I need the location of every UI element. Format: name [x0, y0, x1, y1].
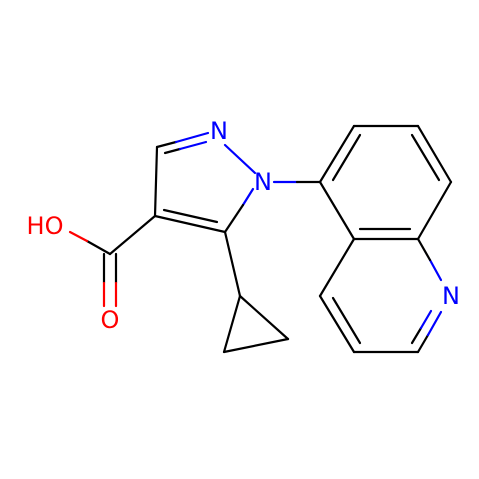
bond-q4-q3 [318, 294, 356, 354]
bond-c3-n2 [155, 140, 178, 149]
bond-q4a-q4 [318, 237, 356, 298]
bond-c3-n2-double-n [178, 140, 208, 151]
bond-q8-q8a [416, 180, 453, 241]
bond-n2-n1 [223, 143, 257, 175]
carboxylic-acid-group [68, 214, 157, 308]
bond-n1-c5-n [241, 187, 255, 207]
bond-c4-ccooh [108, 214, 157, 256]
bond-cp-b [238, 294, 290, 341]
bond-ccooh-oh-o [68, 230, 89, 243]
bond-cp-a [222, 294, 242, 354]
bond-q7-q8 [416, 124, 453, 184]
bond-q4a-q5 [318, 180, 356, 241]
atom-hydroxyl: HO [27, 212, 64, 240]
bond-ccooh-oh [85, 239, 112, 256]
bond-q2-n [416, 333, 430, 354]
atom-carbonyl-o: O [101, 306, 120, 334]
bond-q4-q3-double [331, 296, 362, 345]
bond-q2-n-double-n [419, 309, 433, 330]
bond-n-q8a-n [428, 258, 443, 282]
atom-quinoline-n: N [442, 282, 460, 310]
bond-c3-n2-n [174, 131, 210, 144]
bond-n1-c5 [223, 203, 245, 234]
atom-n1: N [254, 168, 272, 196]
pyrazole-ring [153, 131, 257, 234]
bond-c5-c4-double [162, 208, 219, 224]
atom-n2: N [210, 117, 228, 145]
bond-q2-n-double [410, 326, 423, 345]
bond-n-q8a [416, 237, 432, 262]
bond-c3-n2-double [163, 147, 182, 155]
bond-c3-c4 [153, 145, 159, 218]
cyclopropyl-group [222, 230, 290, 354]
bond-cp-c [222, 337, 290, 354]
quinoline-benzo-ring [318, 124, 453, 241]
bond-c5-cp [223, 230, 242, 298]
quinoline-pyridine-ring [318, 237, 443, 354]
bond-q5-q6-double [331, 133, 362, 182]
bond-q5-q6 [318, 124, 356, 184]
bond-c5-c4 [153, 214, 227, 234]
bond-q7-q8-double [410, 133, 441, 182]
bond-q2-n-n [426, 310, 443, 337]
